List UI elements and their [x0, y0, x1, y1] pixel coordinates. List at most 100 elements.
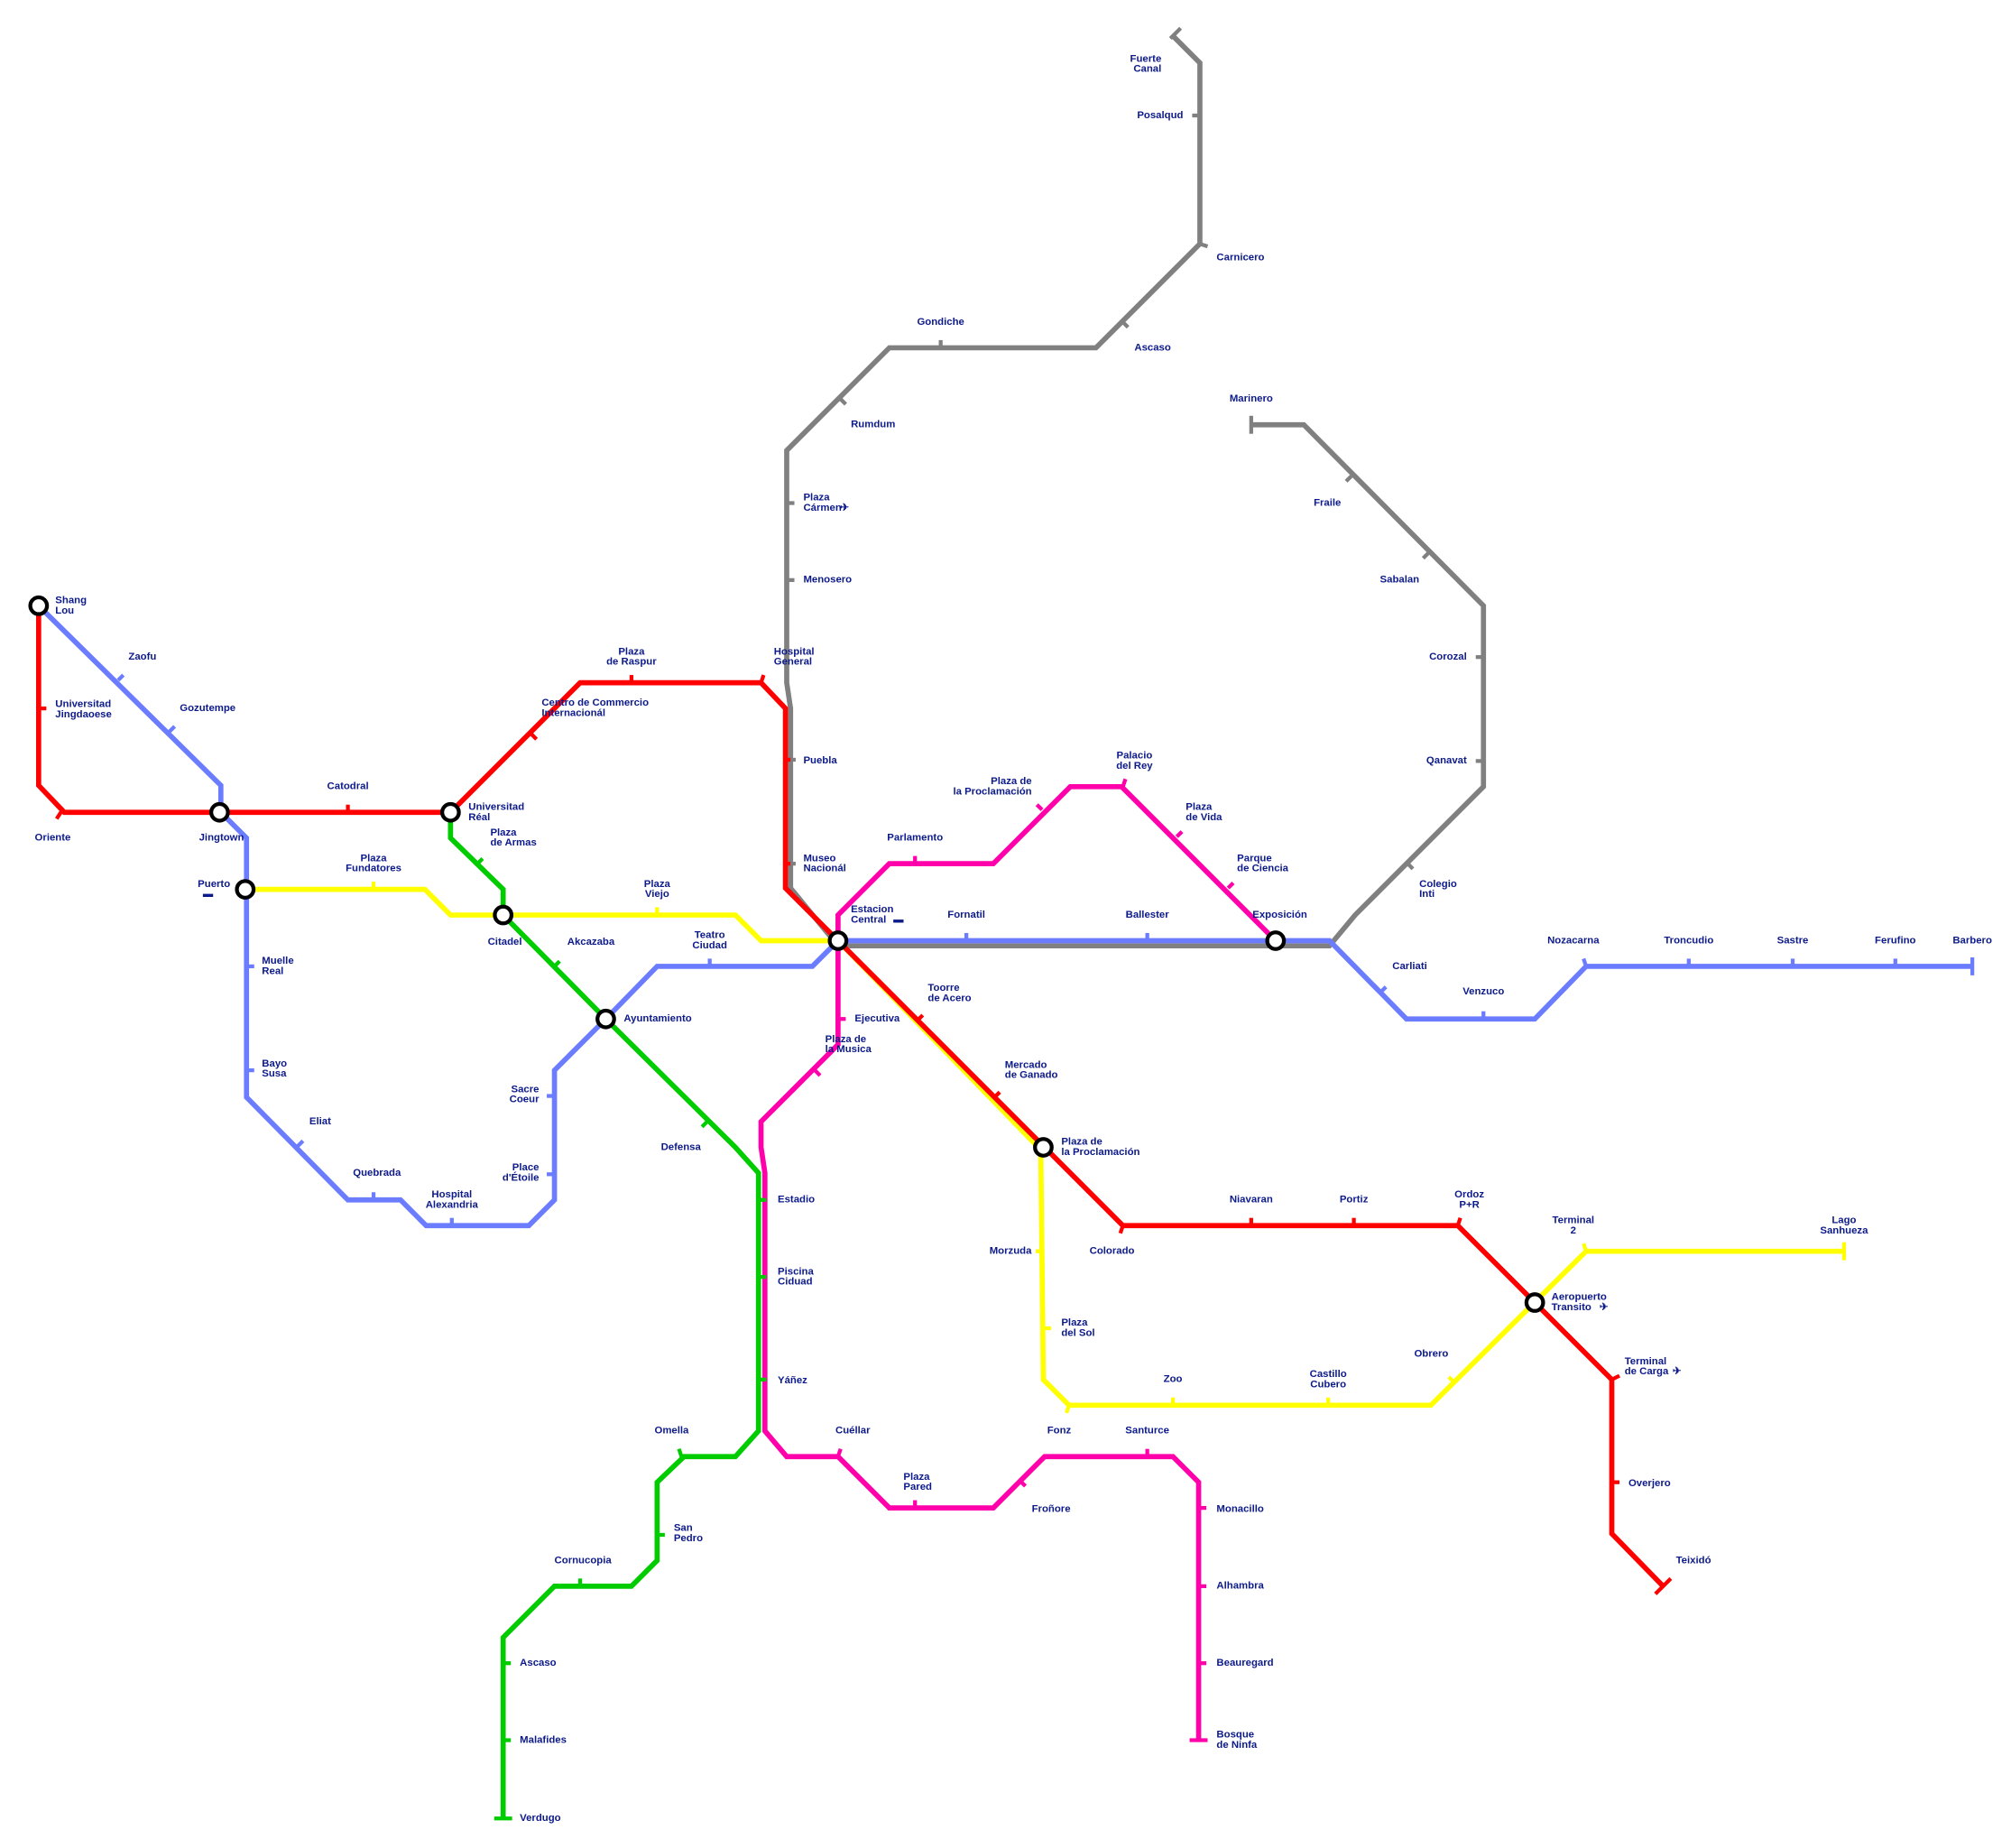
station-label-quebrada[interactable]: Quebrada	[353, 1168, 401, 1178]
station-tick[interactable]	[700, 1120, 709, 1129]
station-tick[interactable]	[1421, 551, 1430, 560]
station-tick[interactable]	[296, 1139, 305, 1148]
station-tick[interactable]	[677, 1448, 684, 1457]
station-label-alhambra[interactable]: Alhambra	[1216, 1581, 1264, 1592]
station-label-omella[interactable]: Omella	[655, 1426, 690, 1437]
magenta-line-north[interactable]	[835, 783, 1278, 943]
station-label-fronore[interactable]: Froñore	[1032, 1503, 1071, 1514]
station-label-posalqud[interactable]: Posalqud	[1137, 110, 1183, 121]
interchange-station[interactable]	[208, 801, 230, 823]
station-label-cornucopia[interactable]: Cornucopia	[555, 1555, 613, 1566]
station-tick[interactable]	[759, 674, 766, 684]
red-line[interactable]	[35, 605, 1665, 1588]
interchange-station[interactable]	[827, 930, 849, 951]
station-tick[interactable]	[1035, 803, 1044, 811]
interchange-station[interactable]	[493, 904, 514, 926]
station-tick[interactable]	[116, 673, 125, 682]
station-label-catodral[interactable]: Catodral	[328, 781, 369, 792]
station-tick[interactable]	[1168, 26, 1183, 41]
station-label-monacillo[interactable]: Monacillo	[1216, 1503, 1263, 1514]
station-label-eliat[interactable]: Eliat	[309, 1116, 331, 1127]
station-tick[interactable]	[1406, 862, 1415, 871]
station-tick[interactable]	[1654, 1576, 1673, 1595]
station-label-niavaran[interactable]: Niavaran	[1230, 1195, 1273, 1206]
interchange-station[interactable]	[439, 801, 461, 823]
interchange-station[interactable]	[1033, 1137, 1054, 1158]
interchange-station[interactable]	[28, 595, 50, 616]
station-label-corozal[interactable]: Corozal	[1429, 651, 1467, 662]
station-label-puerto[interactable]: Puerto	[198, 879, 230, 890]
station-label-sastre[interactable]: Sastre	[1777, 935, 1809, 946]
gray-line[interactable]	[784, 33, 1487, 949]
station-tick[interactable]	[1019, 1479, 1028, 1488]
station-label-teixido[interactable]: Teixidó	[1676, 1555, 1711, 1566]
station-label-carnicero[interactable]: Carnicero	[1216, 253, 1264, 263]
station-tick[interactable]	[1065, 1404, 1071, 1414]
station-label-yanez[interactable]: Yáñez	[778, 1375, 807, 1386]
interchange-station[interactable]	[1265, 930, 1287, 951]
station-label-ferufino[interactable]: Ferufino	[1875, 935, 1915, 946]
station-label-barbero[interactable]: Barbero	[1952, 935, 1992, 946]
station-label-ayunt[interactable]: Ayuntamiento	[623, 1013, 691, 1024]
station-label-fonz[interactable]: Fonz	[1047, 1426, 1072, 1437]
station-label-defensa[interactable]: Defensa	[661, 1141, 702, 1152]
station-tick[interactable]	[813, 1068, 822, 1077]
station-label-gondiche[interactable]: Gondiche	[917, 317, 964, 328]
station-label-zaofu[interactable]: Zaofu	[128, 651, 156, 662]
station-label-verdugo[interactable]: Verdugo	[520, 1813, 561, 1824]
station-tick[interactable]	[530, 733, 539, 741]
station-label-cuellar[interactable]: Cuéllar	[835, 1426, 871, 1437]
station-tick[interactable]	[839, 397, 847, 406]
station-label-ascaso_g[interactable]: Ascaso	[520, 1658, 556, 1668]
station-tick[interactable]	[1447, 1375, 1456, 1384]
station-tick[interactable]	[992, 1090, 1001, 1099]
station-tick[interactable]	[1344, 475, 1353, 483]
station-label-zoo[interactable]: Zoo	[1164, 1374, 1183, 1385]
station-label-overjero[interactable]: Overjero	[1628, 1478, 1671, 1489]
station-label-ascaso[interactable]: Ascaso	[1134, 342, 1170, 353]
blue-line[interactable]	[36, 604, 1973, 1229]
station-label-portiz[interactable]: Portiz	[1340, 1195, 1369, 1206]
station-label-carliati[interactable]: Carliati	[1392, 961, 1427, 972]
station-tick[interactable]	[1118, 1224, 1125, 1234]
station-label-menosero[interactable]: Menosero	[803, 575, 852, 586]
interchange-station[interactable]	[235, 879, 256, 900]
station-label-exposicion[interactable]: Exposición	[1252, 910, 1307, 920]
station-label-nozacarna[interactable]: Nozacarna	[1547, 935, 1600, 946]
station-tick[interactable]	[1121, 778, 1128, 788]
station-label-troncudio[interactable]: Troncudio	[1664, 935, 1713, 946]
station-tick[interactable]	[1455, 1217, 1462, 1226]
station-tick[interactable]	[1199, 242, 1209, 249]
station-label-citadel[interactable]: Citadel	[488, 937, 522, 947]
station-tick[interactable]	[835, 1448, 843, 1457]
station-label-akcazaba[interactable]: Akcazaba	[567, 937, 615, 947]
station-label-rumdum[interactable]: Rumdum	[851, 420, 895, 430]
